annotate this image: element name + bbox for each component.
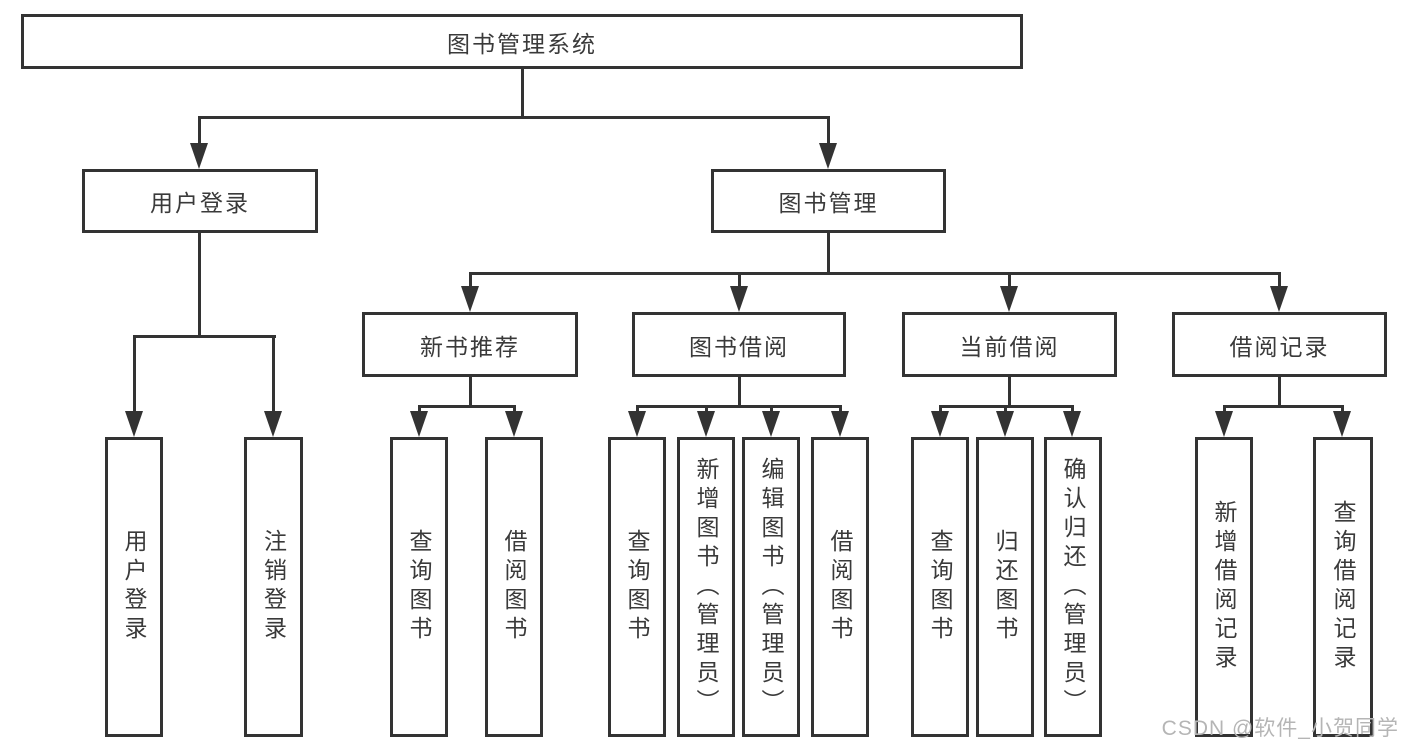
connector-line — [738, 377, 741, 407]
connector-line — [1071, 405, 1074, 415]
leaf-add-book-admin: 新增图书（管理员） — [677, 437, 735, 737]
connector-arrowhead — [1063, 411, 1081, 437]
connector-line — [827, 233, 830, 274]
connector-line — [1223, 405, 1226, 415]
leaf-borrow-books-recommend: 借阅图书 — [485, 437, 543, 737]
node-borrow-records: 借阅记录 — [1172, 312, 1387, 377]
node-root: 图书管理系统 — [21, 14, 1023, 69]
connector-arrowhead — [628, 411, 646, 437]
connector-arrowhead — [1333, 411, 1351, 437]
connector-line — [1008, 377, 1011, 407]
connector-line — [418, 405, 516, 408]
csdn-watermark: CSDN @软件_小贺同学 — [1161, 717, 1399, 740]
connector-arrowhead — [996, 411, 1014, 437]
connector-arrowhead — [461, 286, 479, 312]
leaf-add-borrow-record: 新增借阅记录 — [1195, 437, 1253, 737]
connector-arrowhead — [831, 411, 849, 437]
connector-line — [827, 116, 830, 148]
connector-line — [636, 405, 841, 408]
node-new-book-recommend: 新书推荐 — [362, 312, 578, 377]
connector-line — [636, 405, 639, 415]
connector-arrowhead — [190, 143, 208, 169]
connector-line — [738, 272, 741, 290]
leaf-return-books: 归还图书 — [976, 437, 1034, 737]
node-user-login: 用户登录 — [82, 169, 318, 233]
connector-arrowhead — [931, 411, 949, 437]
connector-line — [770, 405, 773, 415]
node-current-borrow: 当前借阅 — [902, 312, 1117, 377]
connector-line — [198, 233, 201, 337]
connector-line — [1278, 272, 1281, 290]
connector-line — [513, 405, 516, 415]
connector-arrowhead — [410, 411, 428, 437]
connector-line — [1278, 377, 1281, 407]
connector-arrowhead — [1215, 411, 1233, 437]
leaf-query-borrow-record: 查询借阅记录 — [1313, 437, 1373, 737]
connector-line — [1223, 405, 1344, 408]
connector-line — [469, 272, 472, 290]
connector-line — [1004, 405, 1007, 415]
leaf-confirm-return-admin: 确认归还（管理员） — [1044, 437, 1102, 737]
node-book-borrow: 图书借阅 — [632, 312, 846, 377]
connector-line — [198, 116, 830, 119]
connector-line — [418, 405, 421, 415]
connector-arrowhead — [819, 143, 837, 169]
connector-arrowhead — [264, 411, 282, 437]
connector-line — [272, 335, 275, 415]
connector-line — [133, 335, 276, 338]
connector-arrowhead — [1270, 286, 1288, 312]
leaf-borrow-books: 借阅图书 — [811, 437, 869, 737]
connector-line — [469, 272, 1281, 275]
connector-line — [839, 405, 842, 415]
connector-line — [198, 116, 201, 148]
connector-arrowhead — [505, 411, 523, 437]
node-book-management: 图书管理 — [711, 169, 946, 233]
leaf-query-books-recommend: 查询图书 — [390, 437, 448, 737]
connector-line — [705, 405, 708, 415]
connector-arrowhead — [762, 411, 780, 437]
leaf-query-books-borrow: 查询图书 — [608, 437, 666, 737]
connector-line — [521, 69, 524, 119]
connector-line — [1341, 405, 1344, 415]
connector-line — [1008, 272, 1011, 290]
leaf-edit-book-admin: 编辑图书（管理员） — [742, 437, 800, 737]
connector-arrowhead — [125, 411, 143, 437]
leaf-logout-login: 注销登录 — [244, 437, 303, 737]
connector-arrowhead — [730, 286, 748, 312]
connector-line — [939, 405, 942, 415]
connector-arrowhead — [697, 411, 715, 437]
connector-line — [469, 377, 472, 407]
connector-line — [133, 335, 136, 415]
leaf-query-books-current: 查询图书 — [911, 437, 969, 737]
connector-arrowhead — [1000, 286, 1018, 312]
leaf-user-login: 用户登录 — [105, 437, 163, 737]
